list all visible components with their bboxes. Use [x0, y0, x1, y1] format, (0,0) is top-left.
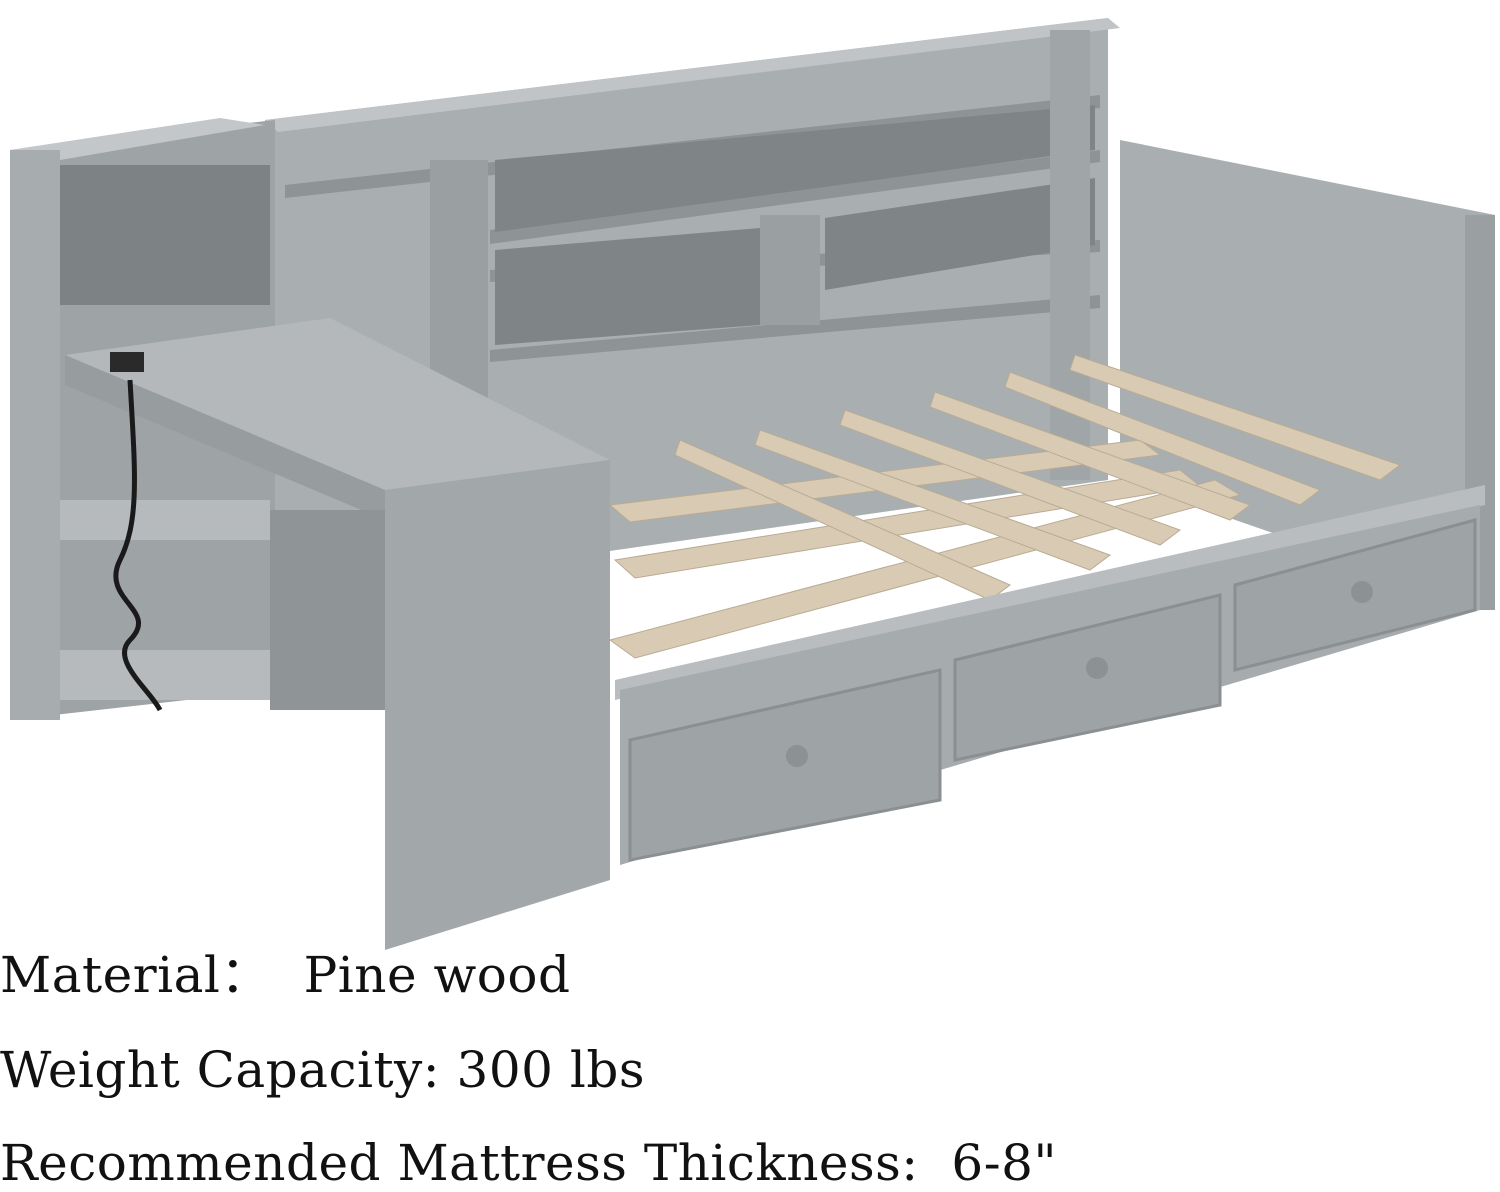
drawer-knob-icon — [1086, 657, 1108, 679]
spec-mattress-thickness: Recommended Mattress Thickness: 6-8" — [0, 1134, 1057, 1192]
spec-material: Material： Pine wood — [0, 946, 571, 1004]
bed-slats — [608, 354, 1402, 659]
spec-weight-capacity: Weight Capacity: 300 lbs — [0, 1041, 646, 1099]
trundle-drawers — [615, 485, 1485, 865]
power-cord — [113, 379, 163, 712]
left-storage-tower — [10, 118, 275, 720]
drawer-knob-icon — [786, 745, 808, 767]
drawer-knob-icon — [1351, 581, 1373, 603]
power-outlet-icon — [110, 352, 144, 372]
pull-out-desk — [65, 318, 610, 950]
